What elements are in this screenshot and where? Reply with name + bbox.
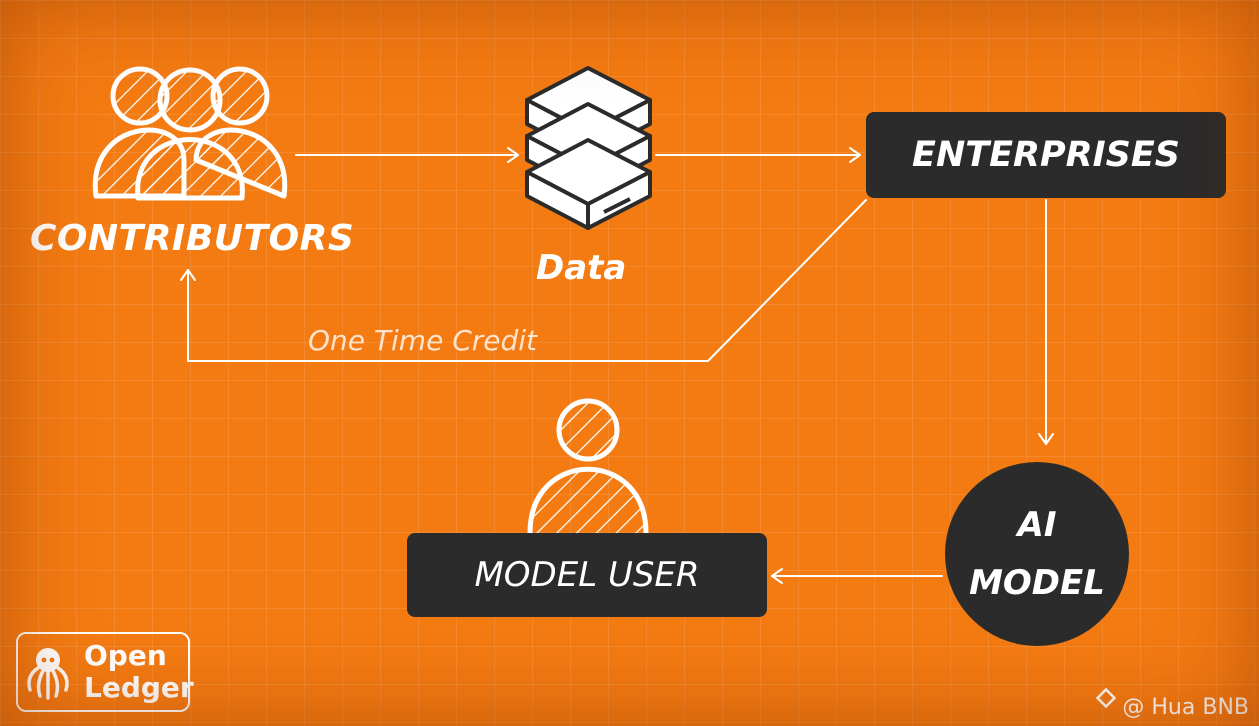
model-user-node: MODEL USER xyxy=(407,533,767,617)
model-user-label: MODEL USER xyxy=(474,555,700,595)
enterprises-label: ENTERPRISES xyxy=(912,135,1180,175)
arrow-ai-model-to-model-user xyxy=(771,568,943,584)
ai-model-label-line2: MODEL xyxy=(969,563,1105,603)
logo-text: Open Ledger xyxy=(84,640,194,704)
arrow-enterprises-to-ai-model xyxy=(1038,199,1054,445)
contributors-label: CONTRIBUTORS xyxy=(30,218,355,259)
watermark-text: @ Hua BNB xyxy=(1122,695,1249,720)
credit-edge-label: One Time Credit xyxy=(308,324,538,357)
ai-model-node: AI MODEL xyxy=(945,462,1129,646)
watermark: @ Hua BNB xyxy=(1100,695,1249,720)
logo-line-2: Ledger xyxy=(84,671,194,704)
data-label: Data xyxy=(536,248,627,288)
person-icon xyxy=(527,398,649,534)
octopus-icon xyxy=(27,648,69,700)
arrow-data-to-enterprises xyxy=(655,147,861,163)
arrow-credit-enterprises-to-contributors xyxy=(180,199,867,362)
ai-model-label-line1: AI xyxy=(1017,505,1057,545)
binance-diamond-icon xyxy=(1095,687,1117,709)
openledger-logo: Open Ledger xyxy=(16,632,194,712)
arrow-contributors-to-data xyxy=(295,147,519,163)
server-stack-icon xyxy=(525,66,652,230)
logo-line-1: Open xyxy=(84,639,167,672)
people-group-icon xyxy=(92,66,288,201)
enterprises-node: ENTERPRISES xyxy=(866,112,1226,198)
